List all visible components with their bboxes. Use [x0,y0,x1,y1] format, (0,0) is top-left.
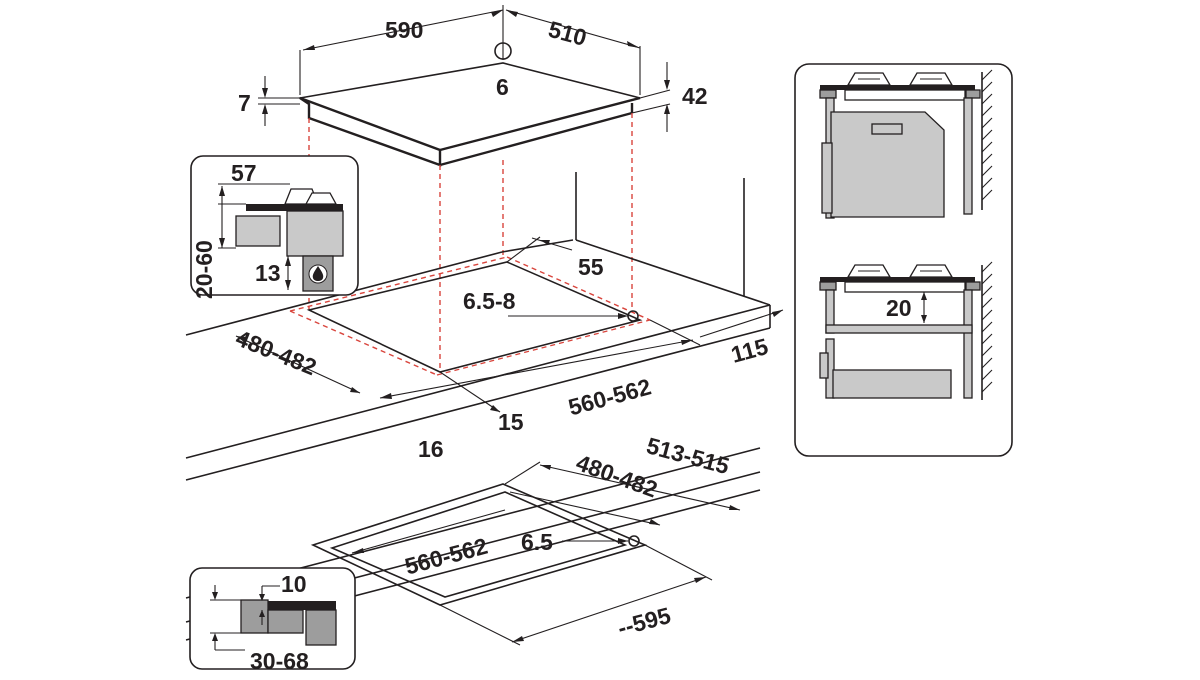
dimension-front-margin [439,371,501,413]
oven-icon [821,111,945,218]
label-depth: 510 [546,16,590,51]
label-front-margin: 15 [498,409,524,435]
dimension-inner-depth [509,491,661,526]
label-recess: 10 [281,571,307,597]
drop-icon [308,264,328,284]
label-flush-gas-offset: 6.5 [521,529,553,555]
wall-icon [981,69,993,210]
dimension-cutout-width [379,319,701,399]
dimension-cutout-depth [235,335,361,394]
dimension-inner-width [351,509,506,554]
dimension-wall-clearance [699,309,784,338]
label-outer-depth: 513-515 [644,432,732,479]
label-width: 590 [385,17,423,43]
label-worktop-front: 16 [418,436,444,462]
label-front-thickness: 7 [238,90,251,116]
dimension-outer-depth [504,461,741,511]
installation-panel [794,63,1013,457]
label-wall-clearance: 115 [728,333,771,368]
label-rear-height: 42 [682,83,708,109]
detail-under-worktop-panel [190,155,359,296]
dimension-outer-width [439,544,713,646]
label-oven-gap: 20 [886,295,912,321]
label-outer-width: --595 [615,602,674,641]
detail-flush-panel [189,567,356,670]
dimension-width [299,5,504,95]
dimension-depth [505,9,641,95]
label-worktop-range: 20-60 [191,240,217,299]
dimension-flush-gas-offset [562,535,640,547]
dimension-side-margin [506,236,573,263]
label-gap: 13 [255,260,281,286]
label-cutout-depth: 480-482 [232,325,320,381]
label-gas-offset: 6.5-8 [463,288,516,314]
worktop-top [185,172,771,481]
label-flush-range: 30-68 [250,648,309,674]
label-total-height: 57 [231,160,257,186]
label-side-margin: 55 [578,254,604,280]
dimension-front-thickness [258,76,300,126]
hob-body [296,62,641,167]
dimension-rear-height [631,62,671,132]
label-gas-connection: 6 [496,74,509,100]
label-cutout-width: 560-562 [566,373,654,420]
dimension-gas-offset [508,310,639,322]
